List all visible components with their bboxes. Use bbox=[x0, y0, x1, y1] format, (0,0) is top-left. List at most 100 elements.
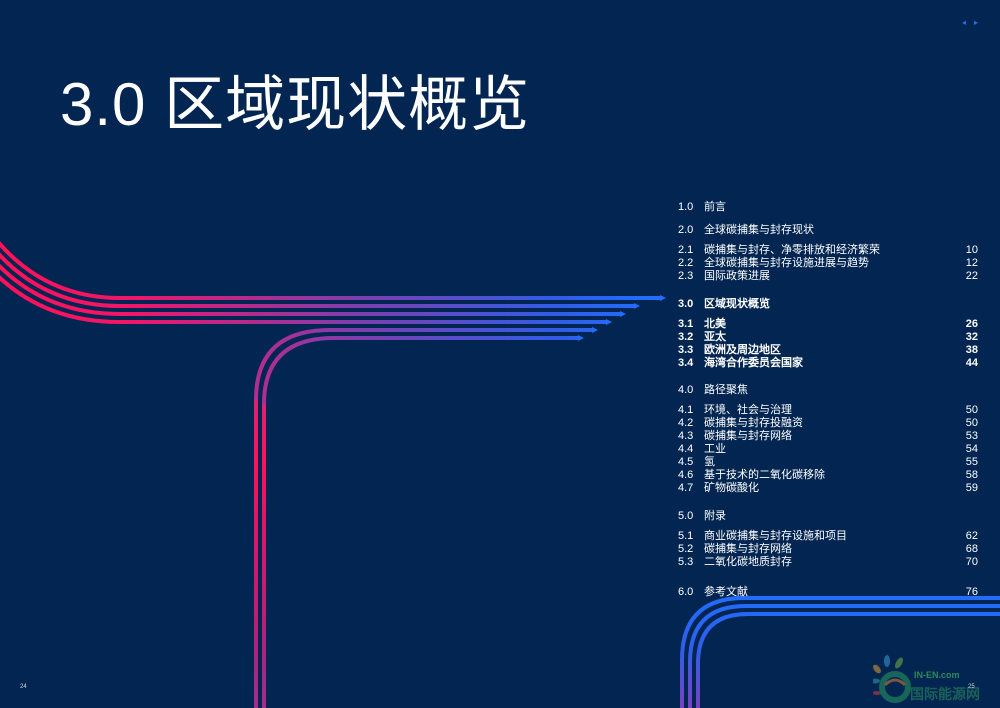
prev-page-icon[interactable]: ◂ bbox=[961, 18, 966, 27]
toc-item-page: 32 bbox=[965, 331, 978, 343]
toc-section-label: 参考文献 bbox=[704, 586, 748, 598]
toc-section: 5.0 附录 5.1 商业碳捕集与封存设施和项目 62 5.2 碳捕集与封存网络 68 5.3 二… bbox=[678, 509, 978, 569]
blue-line-1 bbox=[680, 596, 1000, 708]
toc-section-number: 5.0 bbox=[678, 510, 694, 522]
toc-section-heading[interactable]: 3.0 区域现状概览 bbox=[678, 297, 978, 311]
toc-section-number: 2.0 bbox=[678, 224, 694, 236]
toc-item-label: 商业碳捕集与封存设施和项目 bbox=[704, 530, 847, 542]
right-page-number: 25 bbox=[968, 684, 975, 690]
arrow-head-6 bbox=[578, 335, 584, 341]
toc-item[interactable]: 3.4 海湾合作委员会国家 44 bbox=[678, 357, 978, 370]
toc-item-number: 5.3 bbox=[678, 556, 694, 568]
toc-item-number: 2.2 bbox=[678, 257, 694, 269]
toc-item-page: 22 bbox=[965, 270, 978, 282]
toc-item[interactable]: 4.6 基于技术的二氧化碳移除 58 bbox=[678, 469, 978, 482]
toc-item-page: 62 bbox=[965, 530, 978, 542]
toc-item-label: 海湾合作委员会国家 bbox=[704, 357, 803, 369]
toc-item-page: 58 bbox=[965, 469, 978, 481]
flow-line-2 bbox=[0, 252, 634, 308]
toc-item-page: 50 bbox=[965, 417, 978, 429]
toc-item[interactable]: 4.7 矿物碳酸化 59 bbox=[678, 482, 978, 495]
toc-item-label: 碳捕集与封存网络 bbox=[704, 430, 792, 442]
toc-item[interactable]: 5.1 商业碳捕集与封存设施和项目 62 bbox=[678, 530, 978, 543]
toc-item[interactable]: 5.2 碳捕集与封存网络 68 bbox=[678, 543, 978, 556]
toc-item-number: 4.6 bbox=[678, 469, 694, 481]
toc-section-label: 区域现状概览 bbox=[704, 298, 770, 310]
toc-section-number: 3.0 bbox=[678, 298, 694, 310]
toc-item-number: 5.2 bbox=[678, 543, 694, 555]
toc-item-number: 4.7 bbox=[678, 482, 694, 494]
toc-item-number: 2.3 bbox=[678, 270, 694, 282]
toc-item[interactable]: 3.2 亚太 32 bbox=[678, 331, 978, 344]
toc-item-page: 70 bbox=[965, 556, 978, 568]
toc-item-number: 3.3 bbox=[678, 344, 694, 356]
toc-item-page: 68 bbox=[965, 543, 978, 555]
toc-item-label: 碳捕集与封存投融资 bbox=[704, 417, 803, 429]
toc-section-heading[interactable]: 5.0 附录 bbox=[678, 509, 978, 523]
toc-item-label: 碳捕集与封存网络 bbox=[704, 543, 792, 555]
toc-item-page: 44 bbox=[965, 357, 978, 369]
toc-item[interactable]: 5.3 二氧化碳地质封存 70 bbox=[678, 556, 978, 569]
flow-line-4 bbox=[0, 275, 606, 324]
toc-item[interactable]: 4.2 碳捕集与封存投融资 50 bbox=[678, 417, 978, 430]
toc-section-page: 76 bbox=[965, 586, 978, 598]
toc-item-page: 50 bbox=[965, 404, 978, 416]
toc-item-number: 3.2 bbox=[678, 331, 694, 343]
page-title: 3.0 区域现状概览 bbox=[60, 71, 531, 138]
toc-item-page: 55 bbox=[965, 456, 978, 468]
toc-item[interactable]: 3.1 北美 26 bbox=[678, 318, 978, 331]
toc-item-page: 26 bbox=[965, 318, 978, 330]
toc-item-label: 亚太 bbox=[704, 331, 726, 343]
toc-item-label: 工业 bbox=[704, 443, 726, 455]
blue-line-3 bbox=[696, 612, 1000, 708]
toc-item-label: 碳捕集与封存、净零排放和经济繁荣 bbox=[704, 244, 880, 256]
flow-line-3 bbox=[0, 263, 620, 316]
toc-item-label: 基于技术的二氧化碳移除 bbox=[704, 469, 825, 481]
toc-section-label: 附录 bbox=[704, 510, 726, 522]
toc-item-number: 4.5 bbox=[678, 456, 694, 468]
page-nav: ◂ ▸ bbox=[962, 18, 978, 27]
toc-section-label: 路径聚焦 bbox=[704, 384, 748, 396]
toc-section-label: 全球碳捕集与封存现状 bbox=[704, 224, 814, 236]
toc-item-number: 5.1 bbox=[678, 530, 694, 542]
watermark-name: 国际能源网 bbox=[910, 686, 980, 702]
toc-item-label: 氢 bbox=[704, 456, 715, 468]
toc-item-label: 全球碳捕集与封存设施进展与趋势 bbox=[704, 257, 869, 269]
toc-item-label: 欧洲及周边地区 bbox=[704, 344, 781, 356]
toc-item[interactable]: 4.5 氢 55 bbox=[678, 456, 978, 469]
toc-item-number: 4.3 bbox=[678, 430, 694, 442]
toc-item-label: 环境、社会与治理 bbox=[704, 404, 792, 416]
toc-section-number: 1.0 bbox=[678, 201, 694, 213]
arrow-head-4 bbox=[606, 319, 612, 325]
toc-item-label: 二氧化碳地质封存 bbox=[704, 556, 792, 568]
toc-item-label: 北美 bbox=[704, 318, 726, 330]
left-page-number: 24 bbox=[20, 684, 27, 690]
toc-item-number: 3.1 bbox=[678, 318, 694, 330]
flow-line-5 bbox=[254, 328, 592, 708]
toc-item-page: 53 bbox=[965, 430, 978, 442]
toc-item-label: 矿物碳酸化 bbox=[704, 482, 759, 494]
blue-line-2 bbox=[688, 604, 1000, 708]
toc-item[interactable]: 4.3 碳捕集与封存网络 53 bbox=[678, 430, 978, 443]
toc-item-page: 59 bbox=[965, 482, 978, 494]
toc-item-page: 10 bbox=[965, 244, 978, 256]
toc-item-number: 4.2 bbox=[678, 417, 694, 429]
toc-item-number: 3.4 bbox=[678, 357, 694, 369]
next-page-icon[interactable]: ▸ bbox=[973, 18, 978, 27]
toc-section-heading[interactable]: 2.0 全球碳捕集与封存现状 bbox=[678, 223, 978, 237]
